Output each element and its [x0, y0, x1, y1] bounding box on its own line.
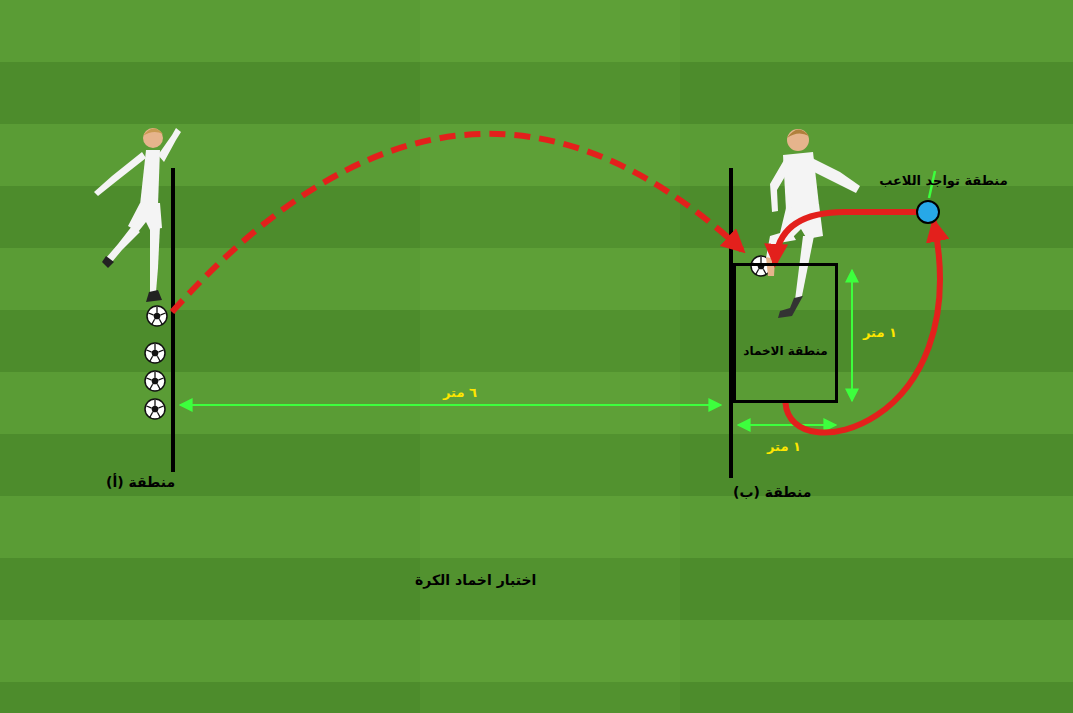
- line-a: [171, 168, 175, 472]
- location-name: منطقة تواجد اللاعب: [879, 173, 1008, 188]
- dimension-label: ١ متر: [767, 439, 801, 454]
- distance-6m-arrow: [180, 404, 721, 406]
- distance-label: ٦ متر: [443, 385, 477, 400]
- caption: اختبار اخماد الكرة: [415, 572, 536, 588]
- zone-label: منطقة (أ): [106, 474, 175, 490]
- zone-name: منطقة الاخماد: [743, 344, 828, 358]
- player-location-circle: منطقة تواجد اللاعب: [916, 200, 940, 224]
- pass-trajectory: [172, 134, 742, 312]
- trapping-zone-box: منطقة الاخماد: [733, 263, 838, 403]
- dimension-label: ١ متر: [863, 325, 897, 340]
- kicking-player: [94, 128, 181, 302]
- ball-stack: [145, 306, 167, 419]
- movement-arrow: [775, 212, 916, 263]
- width-1m-arrow: [738, 424, 836, 426]
- zone-label: منطقة (ب): [733, 484, 811, 500]
- trapping-player: [766, 129, 860, 318]
- height-1m-arrow: [851, 270, 853, 401]
